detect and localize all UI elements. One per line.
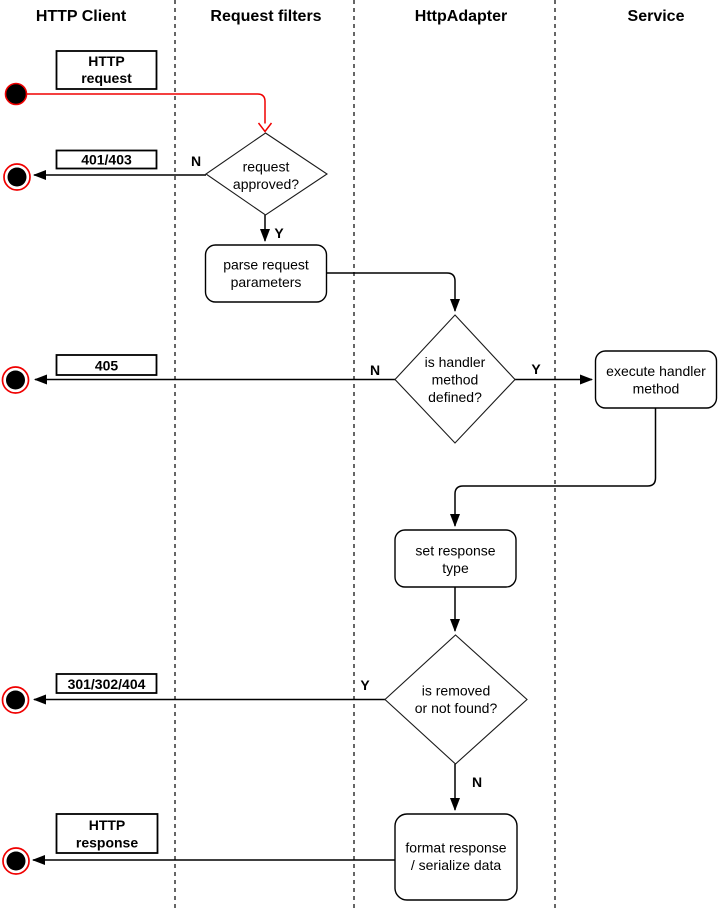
set-response-line2: type — [442, 560, 469, 576]
parse-request-line1: parse request — [223, 257, 309, 273]
label-removed-no: N — [472, 774, 482, 790]
request-approved-line1: request — [243, 159, 290, 175]
request-approved-line2: approved? — [233, 176, 299, 192]
node-execute-handler: execute handler method — [594, 350, 718, 409]
edge-parse-to-handler-defined — [327, 272, 460, 312]
node-301-302-404: 301/302/404 — [55, 673, 158, 694]
lane-header-service: Service — [628, 8, 685, 25]
format-response-line2: / serialize data — [411, 857, 501, 873]
removed-line1: is removed — [422, 683, 490, 699]
node-format-response: format response / serialize data — [394, 813, 518, 901]
removed-line2: or not found? — [415, 700, 498, 716]
node-401-403: 401/403 — [55, 149, 158, 170]
node-405: 405 — [55, 354, 158, 376]
end-node-response-icon — [2, 847, 30, 875]
handler-defined-line3: defined? — [428, 389, 482, 405]
node-http-response: HTTP response — [55, 813, 159, 854]
parse-request-line2: parameters — [231, 274, 302, 290]
http-request-line1: HTTP — [88, 53, 125, 69]
execute-handler-line2: method — [633, 381, 680, 397]
label-removed-yes: Y — [360, 677, 370, 693]
lane-header-request-filters: Request filters — [210, 8, 321, 25]
decision-request-approved: request approved? — [205, 132, 328, 216]
decision-handler-defined: is handler method defined? — [394, 314, 516, 444]
start-node-icon — [4, 82, 28, 106]
red-arrowhead-icon — [257, 122, 273, 133]
node-http-request: HTTP request — [55, 50, 158, 90]
format-response-line1: format response — [405, 840, 506, 856]
handler-defined-line1: is handler — [425, 354, 486, 370]
lane-header-httpadapter: HttpAdapter — [415, 8, 507, 25]
label-approved-yes: Y — [274, 225, 284, 241]
handler-defined-line2: method — [432, 372, 479, 388]
http-response-line2: response — [76, 835, 138, 851]
end-node-405-icon — [1, 366, 30, 394]
decision-removed-or-not-found: is removed or not found? — [384, 634, 528, 765]
label-handler-no: N — [370, 362, 380, 378]
end-node-301-icon — [1, 686, 30, 714]
label-405: 405 — [95, 358, 119, 374]
node-set-response-type: set response type — [394, 529, 517, 588]
set-response-line1: set response — [415, 543, 495, 559]
execute-handler-line1: execute handler — [606, 363, 706, 379]
edge-execute-to-set-response — [450, 408, 657, 527]
label-301-302-404: 301/302/404 — [68, 676, 146, 692]
http-request-line2: request — [81, 70, 132, 86]
label-approved-no: N — [191, 153, 201, 169]
lane-header-http-client: HTTP Client — [36, 8, 127, 25]
node-parse-request: parse request parameters — [204, 244, 328, 303]
label-handler-yes: Y — [531, 361, 541, 377]
edge-start-to-request-approved — [27, 93, 266, 124]
end-node-401-icon — [3, 163, 31, 191]
label-401-403: 401/403 — [81, 152, 132, 168]
http-response-line1: HTTP — [89, 817, 126, 833]
